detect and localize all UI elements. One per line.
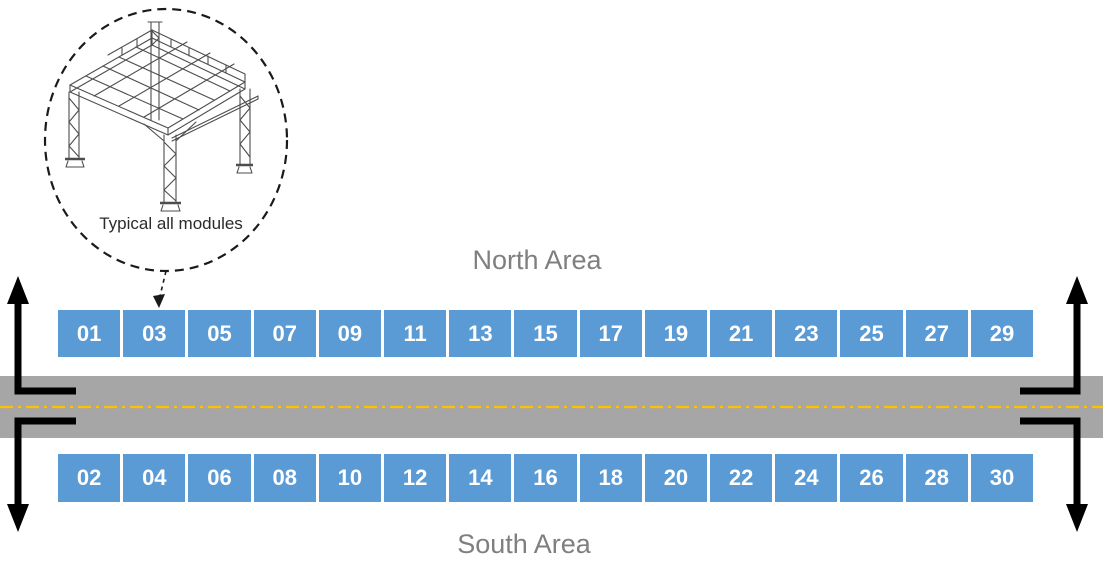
module-box: 26 bbox=[840, 454, 903, 502]
module-box: 07 bbox=[253, 310, 316, 357]
north-area-label: North Area bbox=[472, 245, 602, 275]
module-box: 29 bbox=[970, 310, 1034, 357]
module-box: 16 bbox=[514, 454, 577, 502]
callout-label: Typical all modules bbox=[99, 214, 243, 233]
module-box: 17 bbox=[579, 310, 642, 357]
module-box: 22 bbox=[710, 454, 773, 502]
module-box: 27 bbox=[905, 310, 968, 357]
module-box: 02 bbox=[58, 454, 121, 502]
module-box: 12 bbox=[384, 454, 447, 502]
module-structure-icon bbox=[65, 21, 259, 212]
module-box: 28 bbox=[905, 454, 968, 502]
module-box: 04 bbox=[123, 454, 186, 502]
module-box: 08 bbox=[253, 454, 316, 502]
module-box: 14 bbox=[449, 454, 512, 502]
module-box: 06 bbox=[188, 454, 251, 502]
flow-arrow-top-left-icon bbox=[7, 276, 76, 395]
module-box: 20 bbox=[644, 454, 708, 502]
module-box: 09 bbox=[318, 310, 382, 357]
flow-arrow-bottom-right-icon bbox=[1020, 417, 1088, 532]
module-box: 30 bbox=[970, 454, 1034, 502]
module-box: 18 bbox=[579, 454, 642, 502]
road bbox=[0, 376, 1103, 438]
module-box: 10 bbox=[318, 454, 382, 502]
module-box: 03 bbox=[123, 310, 186, 357]
module-box: 11 bbox=[384, 310, 447, 357]
module-box: 23 bbox=[775, 310, 838, 357]
south-area-label: South Area bbox=[457, 529, 591, 559]
leader-arrow-icon bbox=[153, 270, 167, 308]
module-box: 19 bbox=[644, 310, 708, 357]
module-box: 01 bbox=[58, 310, 121, 357]
flow-arrow-bottom-left-icon bbox=[7, 417, 76, 532]
module-box: 24 bbox=[775, 454, 838, 502]
module-box: 05 bbox=[188, 310, 251, 357]
module-box: 25 bbox=[840, 310, 903, 357]
module-box: 13 bbox=[449, 310, 512, 357]
module-box: 21 bbox=[710, 310, 773, 357]
flow-arrow-top-right-icon bbox=[1020, 276, 1088, 395]
module-box: 15 bbox=[514, 310, 577, 357]
